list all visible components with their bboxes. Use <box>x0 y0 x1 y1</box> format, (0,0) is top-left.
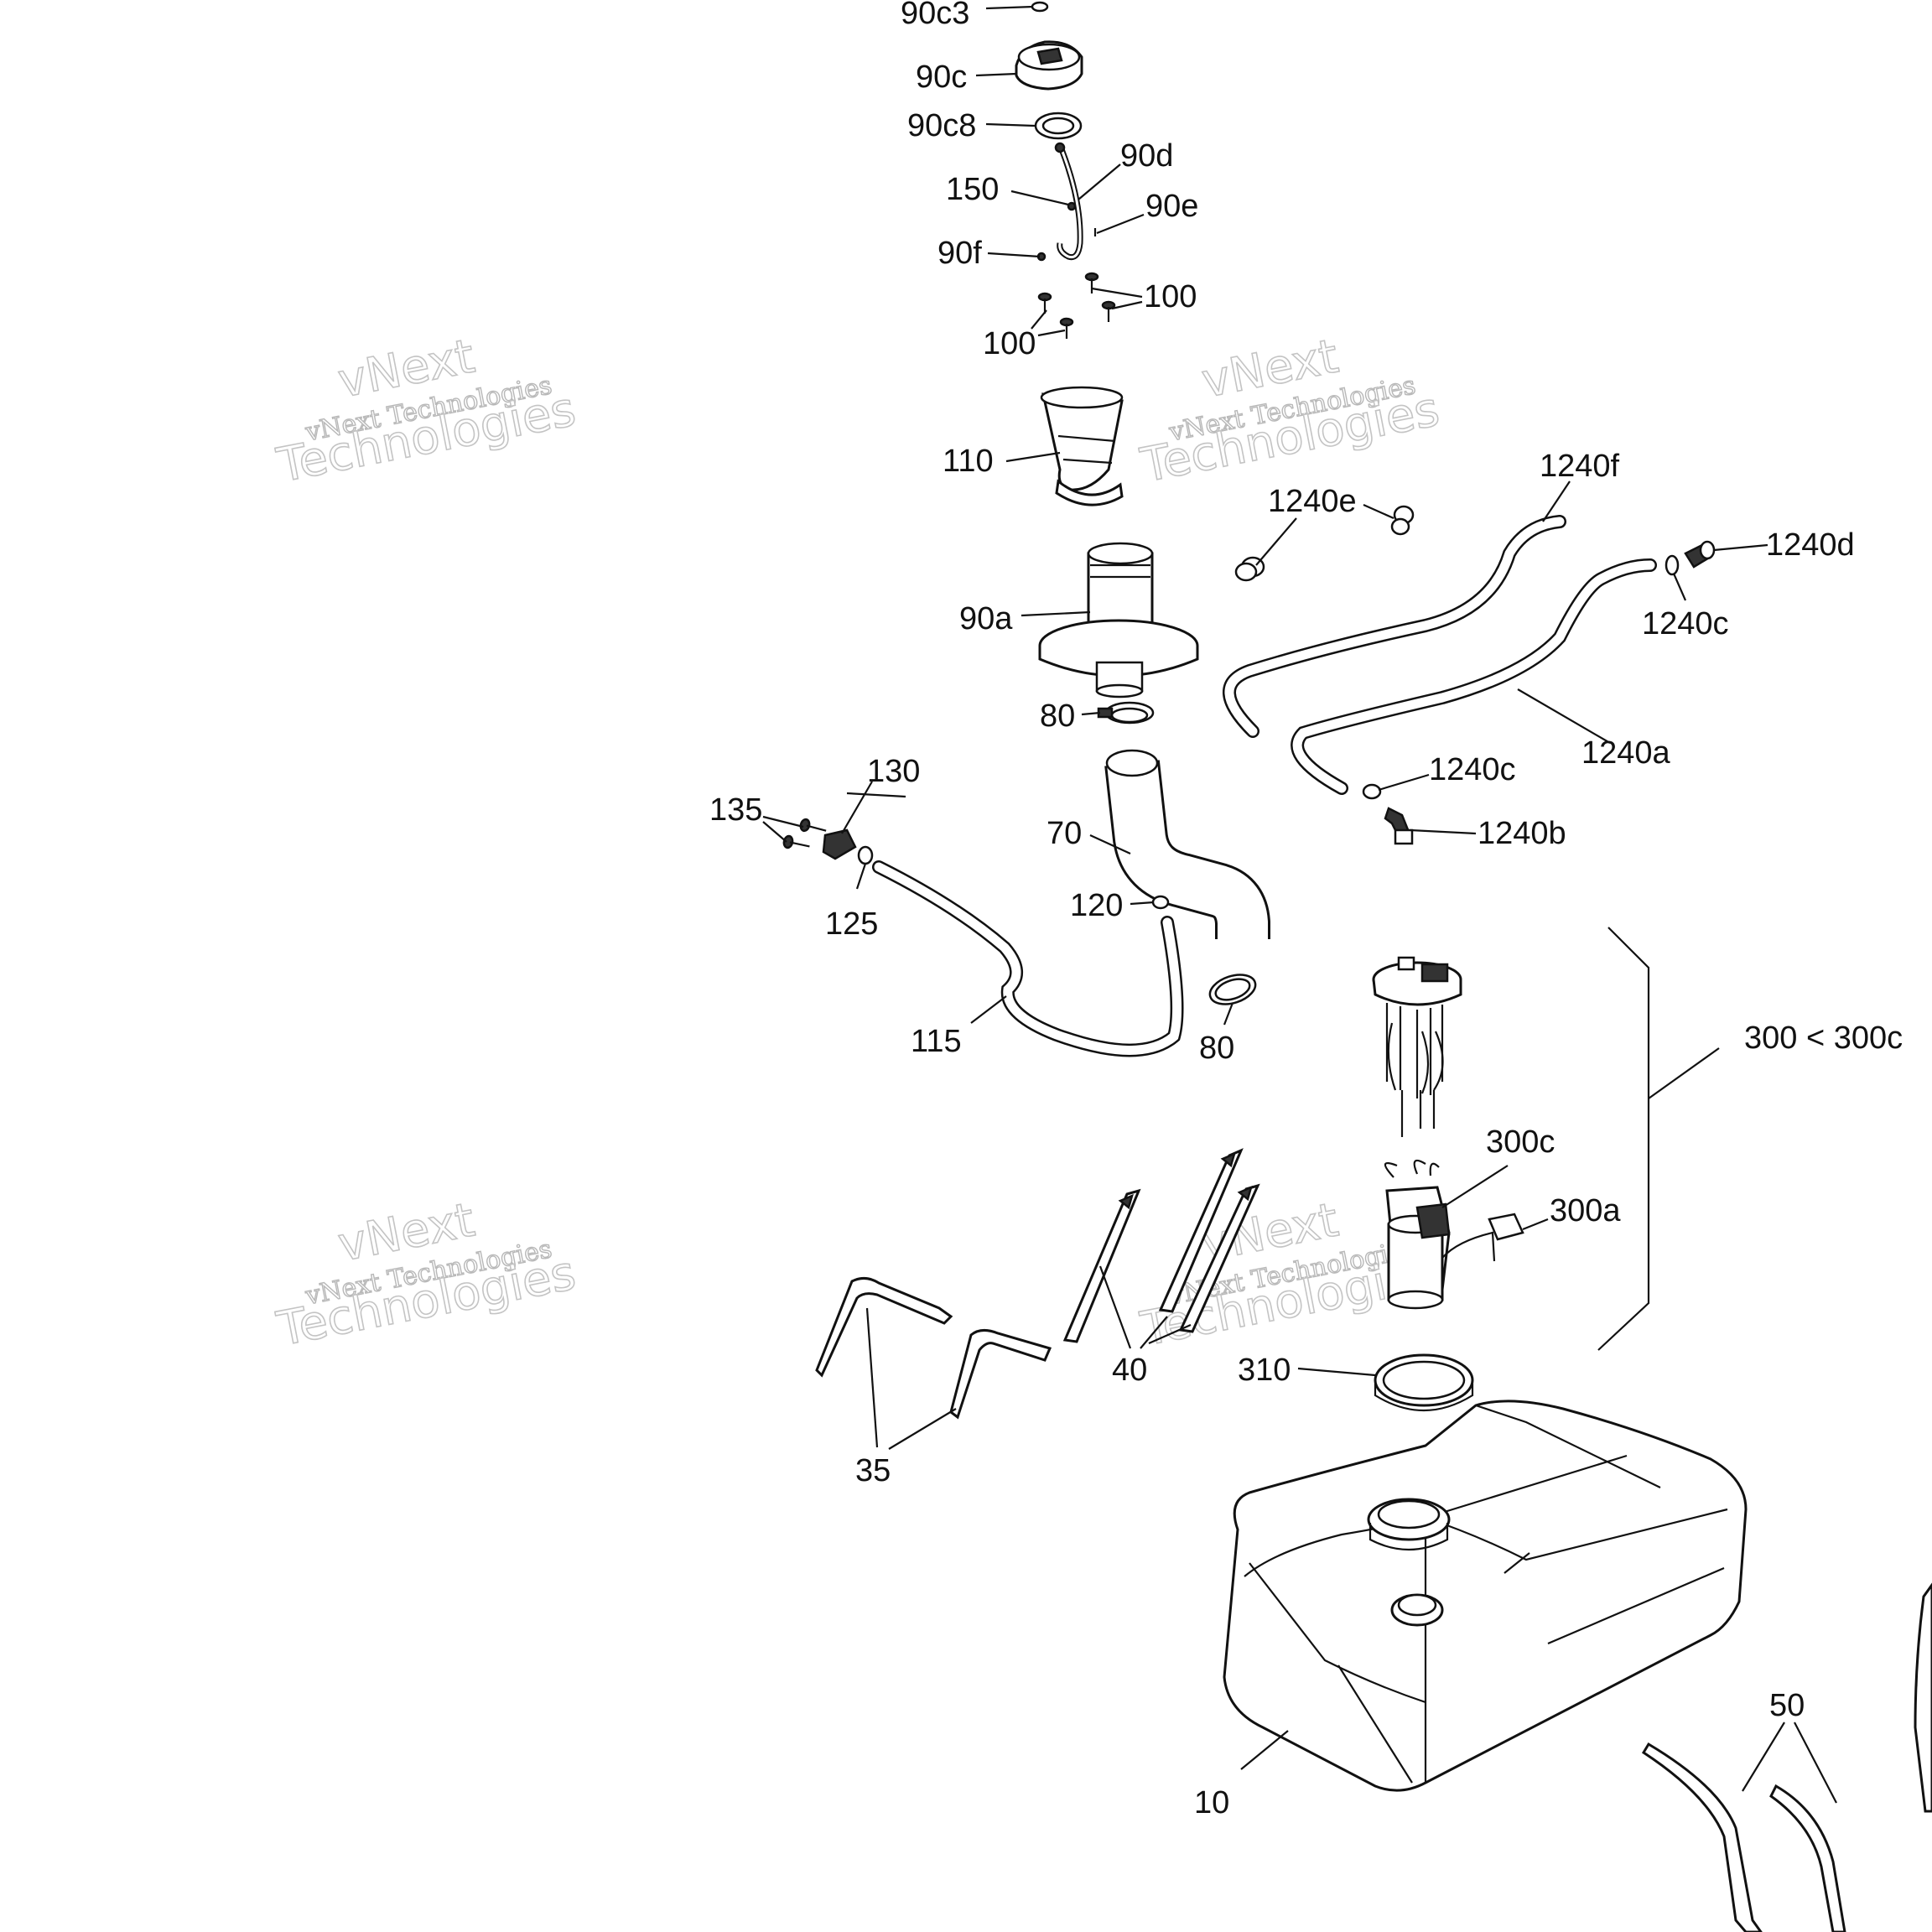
part-1240c-clamp-bottom <box>1362 783 1382 800</box>
callout-310: 310 <box>1238 1353 1291 1388</box>
part-100-screws <box>1037 272 1116 339</box>
part-40-straps <box>1062 1148 1260 1343</box>
part-1240a-vent-hose <box>1291 558 1657 795</box>
part-110-funnel <box>1040 386 1124 506</box>
part-125-clamp <box>857 845 874 865</box>
callout-50: 50 <box>1769 1688 1805 1723</box>
part-90c8-o-ring <box>1034 112 1083 140</box>
callout-90e: 90e <box>1145 189 1198 224</box>
watermark-2: vNext vNext Technologies Technologies <box>1135 329 1444 494</box>
part-150-clip <box>1067 201 1077 211</box>
part-1240f-vent-hose <box>1223 515 1566 738</box>
callout-100: 100 <box>1144 279 1197 314</box>
callout-90c: 90c <box>916 60 967 95</box>
callout-1240c: 1240c <box>1642 606 1729 641</box>
callout-90d: 90d <box>1120 138 1173 174</box>
part-90c-fuel-cap <box>1015 40 1083 91</box>
callout-90c8: 90c8 <box>907 108 976 143</box>
callout-40: 40 <box>1112 1353 1147 1388</box>
part-120-clamp <box>1151 895 1170 910</box>
part-1240c-clamp-top <box>1665 554 1680 576</box>
callout-120: 120 <box>1070 888 1123 923</box>
part-90a-filler-tube <box>1038 542 1199 699</box>
part-80-clamp-top <box>1097 701 1155 724</box>
callout-1240a: 1240a <box>1581 735 1671 771</box>
part-115-drain-hose <box>872 860 1184 1057</box>
part-300-fuel-pump-module <box>1372 956 1462 1137</box>
part-310-gasket-ring <box>1374 1353 1474 1412</box>
leader-lines <box>762 5 1837 1804</box>
callout-10: 10 <box>1194 1785 1229 1820</box>
callout-90f: 90f <box>937 236 982 271</box>
part-130-bracket <box>822 828 857 860</box>
callout-80: 80 <box>1040 699 1075 734</box>
callout-1240f: 1240f <box>1540 449 1620 484</box>
part-1240d-check-valve <box>1684 540 1716 569</box>
callout-1240c: 1240c <box>1429 752 1516 787</box>
callout-labels: 90c3 90c 90c8 90d 150 90e 90f 100 100 11… <box>709 0 1903 1820</box>
callout-90a: 90a <box>959 601 1013 636</box>
callout-90c3: 90c3 <box>901 0 969 31</box>
part-300a-level-sensor-float <box>1488 1213 1524 1241</box>
callout-300-range: 300 < 300c <box>1744 1021 1903 1056</box>
callout-70: 70 <box>1046 816 1082 851</box>
part-80-clamp-bottom <box>1208 974 1257 1005</box>
part-1240b-elbow-fitting <box>1384 807 1414 845</box>
callout-150: 150 <box>946 172 999 207</box>
callout-130: 130 <box>867 754 920 789</box>
watermark-3: vNext vNext Technologies Technologies <box>272 1192 580 1358</box>
callout-125: 125 <box>825 906 878 942</box>
callout-300c: 300c <box>1486 1124 1555 1160</box>
part-300c-pump-body <box>1384 1159 1496 1310</box>
part-70-elbow-hose <box>1104 749 1270 950</box>
callout-100: 100 <box>983 326 1036 361</box>
callout-1240d: 1240d <box>1766 527 1855 563</box>
part-90c3-screw <box>1031 1 1049 13</box>
callout-80: 80 <box>1199 1031 1234 1066</box>
callout-1240e: 1240e <box>1268 484 1357 519</box>
callout-35: 35 <box>855 1453 891 1488</box>
callout-300a: 300a <box>1550 1193 1621 1228</box>
watermark-1: vNext vNext Technologies Technologies <box>272 329 580 494</box>
callout-115: 115 <box>911 1024 962 1059</box>
part-50-straps <box>1641 1582 1932 1932</box>
callout-1240b: 1240b <box>1478 816 1566 851</box>
part-90d-tether <box>1054 142 1083 261</box>
part-35-brackets <box>815 1277 1052 1420</box>
part-10-fuel-tank <box>1223 1400 1748 1792</box>
callout-110: 110 <box>943 444 994 479</box>
callout-135: 135 <box>709 792 762 828</box>
